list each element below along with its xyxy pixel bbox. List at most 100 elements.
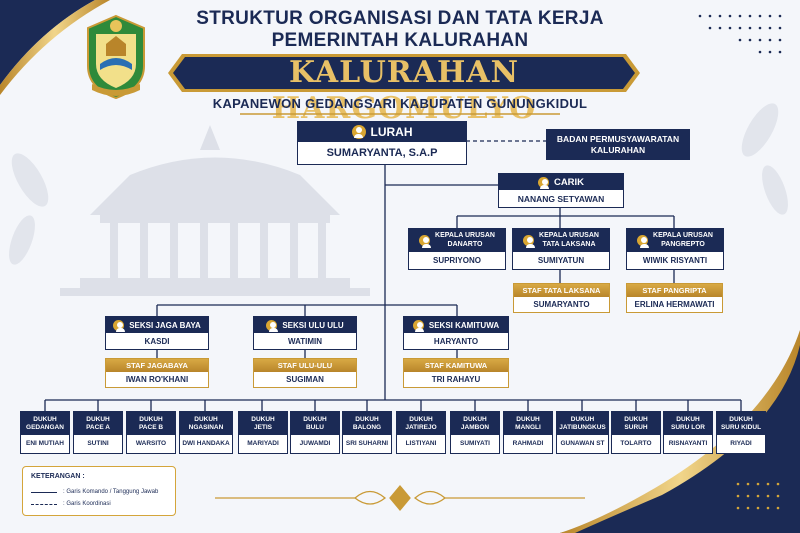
- staf-kamituwa-box: STAF KAMITUWA TRI RAHAYU: [403, 358, 509, 388]
- dukuh-area: BALONG: [352, 423, 382, 431]
- staff-name: IWAN RO'KHANI: [125, 375, 189, 384]
- dukuh-name: SUMIYATI: [460, 440, 490, 447]
- dukuh-area: JETIS: [253, 423, 273, 431]
- staf-jagabaya-box: STAF JAGABAYA IWAN RO'KHANI: [105, 358, 209, 388]
- carik-name: NANANG SETYAWAN: [517, 193, 605, 204]
- staff-title: STAF JAGABAYA: [106, 359, 208, 372]
- dukuh-area: JATIREJO: [405, 423, 437, 431]
- lurah-title: LURAH: [370, 125, 413, 139]
- seksi-jaga-baya-box: SEKSI JAGA BAYA KASDI: [105, 316, 209, 350]
- staff-title: STAF ULU-ULU: [254, 359, 356, 372]
- person-icon: [412, 319, 425, 332]
- bottom-ornament: [215, 484, 585, 512]
- carik-box: CARIK NANANG SETYAWAN: [498, 173, 624, 208]
- dukuh-label: DUKUH: [355, 415, 379, 423]
- legend-title: KETERANGAN :: [31, 473, 85, 480]
- dukuh-name: RIYADI: [730, 440, 752, 447]
- regency-logo: [87, 14, 145, 100]
- dukuh-name: DWI HANDAKA: [182, 440, 230, 447]
- dukuh-name: TOLARTO: [620, 440, 652, 447]
- staf-tata-laksana-box: STAF TATA LAKSANA SUMARYANTO: [513, 283, 610, 313]
- seksi-name: KASDI: [144, 336, 170, 346]
- dukuh-area: PACE B: [138, 423, 164, 431]
- legend: KETERANGAN : : Garis Komando / Tanggung …: [22, 466, 176, 516]
- carik-title: CARIK: [553, 176, 585, 188]
- kaur-unit: TATA LAKSANA: [542, 240, 596, 248]
- staff-title: STAF KAMITUWA: [404, 359, 508, 372]
- person-icon: [637, 235, 649, 248]
- legend-solid-label: : Garis Komando / Tanggung Jawab: [63, 489, 159, 495]
- staf-ulu-ulu-box: STAF ULU-ULU SUGIMAN: [253, 358, 357, 388]
- dukuh-name: GUNAWAN ST: [560, 440, 605, 447]
- dukuh-area: JAMBON: [460, 423, 490, 431]
- staff-name: TRI RAHAYU: [431, 375, 481, 384]
- dukuh-area: MANGLI: [515, 423, 541, 431]
- kaur-label: KEPALA URUSAN: [653, 232, 713, 239]
- dukuh-label: DUKUH: [570, 415, 595, 423]
- dukuh-label: DUKUH: [33, 415, 57, 423]
- kaur-label: KEPALA URUSAN: [539, 232, 599, 239]
- title-banner: [168, 54, 640, 92]
- dukuh-label: DUKUH: [729, 415, 753, 423]
- seksi-title: SEKSI KAMITUWA: [428, 320, 500, 330]
- dukuh-label: DUKUH: [409, 415, 433, 423]
- subtitle-underline: [240, 113, 560, 115]
- seksi-name: HARYANTO: [433, 336, 479, 346]
- dukuh-name: RAHMADI: [512, 440, 544, 447]
- dukuh-name: RISNAYANTI: [668, 440, 708, 447]
- staff-name: SUMARYANTO: [533, 300, 590, 309]
- dukuh-name: MARIYADI: [247, 440, 279, 447]
- kaur-pangrepto-name: WIWIK RISYANTI: [642, 256, 708, 265]
- staff-title: STAF PANGRIPTA: [627, 284, 722, 297]
- person-icon: [351, 125, 366, 139]
- dukuh-name: WARSITO: [135, 440, 167, 447]
- title-line-1: STRUKTUR ORGANISASI DAN TATA KERJA: [196, 8, 604, 29]
- subtitle: KAPANEWON GEDANGSARI KABUPATEN GUNUNGKID…: [212, 96, 588, 111]
- kaur-label: KEPALA URUSAN: [435, 232, 495, 239]
- bpk-line-2: KALURAHAN: [590, 145, 646, 155]
- staff-name: SUGIMAN: [286, 375, 324, 384]
- dukuh-area: PACE A: [86, 423, 110, 431]
- dukuh-area: SURUH: [624, 423, 648, 431]
- person-icon: [523, 235, 535, 248]
- bpk-box: BADAN PERMUSYAWARATAN KALURAHAN: [546, 129, 690, 160]
- dukuh-label: DUKUH: [303, 415, 327, 423]
- legend-dashed-label: : Garis Koordinasi: [63, 501, 111, 507]
- kaur-unit: PANGREPTO: [661, 240, 705, 248]
- staff-name: ERLINA HERMAWATI: [634, 300, 715, 309]
- person-icon: [419, 235, 431, 248]
- dukuh-label: DUKUH: [86, 415, 110, 423]
- seksi-ulu-ulu-box: SEKSI ULU ULU WATIMIN: [253, 316, 357, 350]
- dukuh-area: GEDANGAN: [26, 423, 64, 431]
- person-icon: [537, 176, 550, 189]
- person-icon: [266, 319, 278, 332]
- dukuh-area: SURU LOR: [671, 423, 705, 431]
- lurah-name: SUMARYANTA, S.A.P: [326, 147, 438, 159]
- bpk-line-1: BADAN PERMUSYAWARATAN: [556, 134, 680, 144]
- title-line-2: PEMERINTAH KALURAHAN: [271, 30, 529, 51]
- person-icon: [113, 319, 125, 332]
- dukuh-area: BULU: [305, 423, 325, 431]
- kaur-tata-laksana-name: SUMIYATUN: [537, 256, 585, 265]
- solid-line-icon: [31, 491, 57, 493]
- lurah-box: LURAH SUMARYANTA, S.A.P: [297, 121, 467, 165]
- seksi-title: SEKSI JAGA BAYA: [129, 320, 201, 330]
- staf-pangripta-box: STAF PANGRIPTA ERLINA HERMAWATI: [626, 283, 723, 313]
- dukuh-area: JATIBUNGKUS: [559, 423, 606, 431]
- kaur-unit: DANARTO: [447, 240, 483, 248]
- dukuh-name: SRI SUHARNI: [345, 440, 389, 447]
- kaur-danarto-name: SUPRIYONO: [432, 256, 481, 265]
- dashed-line-icon: [31, 503, 57, 505]
- dukuh-area: SURU KIDUL: [720, 423, 762, 431]
